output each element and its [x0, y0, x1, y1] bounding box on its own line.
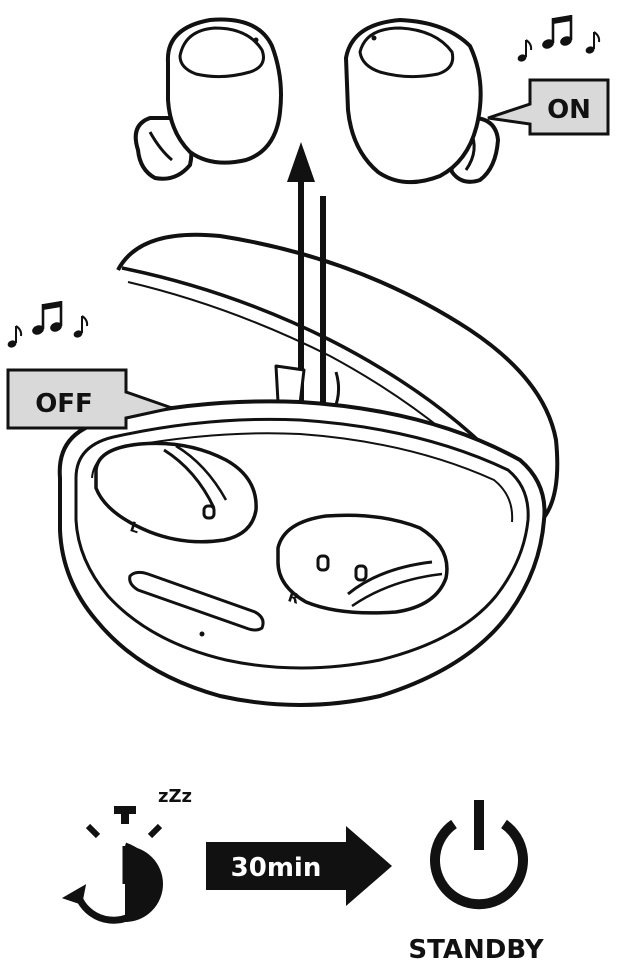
on-callout: ON [487, 78, 610, 136]
off-label: OFF [35, 389, 93, 419]
music-notes-icon [5, 299, 89, 350]
power-icon [430, 800, 528, 910]
off-callout: OFF [6, 368, 178, 430]
standby-label: STANDBY [408, 935, 544, 965]
on-label: ON [547, 95, 591, 125]
earbud-right [344, 18, 500, 185]
timer-label: 30min [231, 853, 322, 883]
charging-case [57, 232, 560, 707]
earbud-left [133, 17, 283, 181]
right-cavity-marker: R [286, 589, 301, 608]
stopwatch-icon [61, 806, 163, 924]
music-notes-icon [515, 13, 601, 64]
sleep-label: zZz [158, 786, 192, 807]
timer-arrow: 30min [206, 826, 392, 906]
